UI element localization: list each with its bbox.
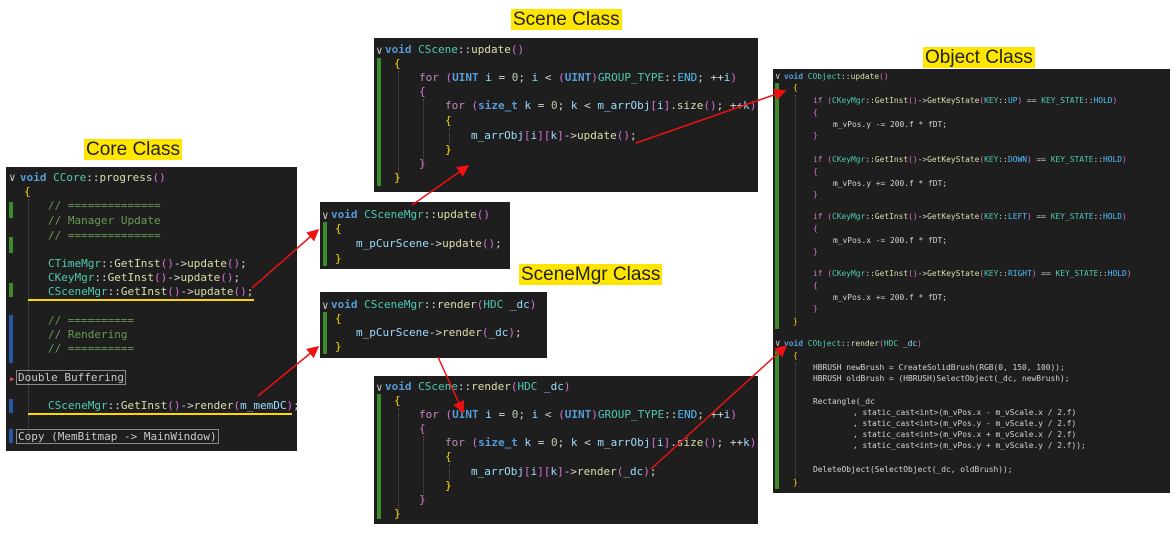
object-key-up-stmt: m_vPos.y -= 200.f * fDT; — [833, 120, 948, 129]
object-key-left-stmt: m_vPos.x -= 200.f * fDT; — [833, 236, 948, 245]
core-class-label: Core Class — [84, 139, 182, 160]
scenemgr-update-body: m_pCurScene->update(); — [356, 237, 502, 250]
core-comment-2: // Manager Update — [48, 214, 161, 227]
object-render-line-8: DeleteObject(SelectObject(_dc, oldBrush)… — [813, 465, 1013, 474]
copy-region[interactable]: Copy (MemBitmap -> MainWindow) — [16, 429, 219, 444]
fold-chevron-icon[interactable]: ∨ — [376, 44, 383, 57]
scene-render-outer-for: for (UINT i = 0; i < (UINT)GROUP_TYPE::E… — [419, 408, 737, 421]
underline-update — [28, 299, 254, 301]
scenemgr-render-body: m_pCurScene->render(_dc); — [356, 326, 522, 339]
scene-render-inner-for: for (size_t k = 0; k < m_arrObj[i].size(… — [445, 436, 757, 449]
fold-chevron-icon[interactable]: ∨ — [322, 299, 329, 312]
scenemgr-render-signature: void CSceneMgr::render(HDC _dc) — [331, 298, 537, 311]
object-render-line-6: , static_cast<int>(m_vPos.x + m_vScale.x… — [853, 430, 1077, 439]
scene-class-label: Scene Class — [511, 9, 622, 30]
object-class-label: Object Class — [923, 47, 1035, 68]
object-render-signature: void CObject::render(HDC _dc) — [784, 339, 922, 348]
core-signature: void CCore::progress() — [20, 171, 166, 184]
core-comment-1: // ============== — [48, 199, 161, 212]
scenemgr-render-panel: ∨ void CSceneMgr::render(HDC _dc) { m_pC… — [320, 292, 547, 358]
core-code-panel: ∨ void CCore::progress() { // ==========… — [6, 167, 297, 451]
object-key-down-if: if (CKeyMgr::GetInst()->GetKeyState(KEY:… — [813, 155, 1127, 164]
core-call-time: CTimeMgr::GetInst()->update(); — [48, 257, 247, 270]
underline-render — [28, 413, 292, 415]
fold-chevron-icon[interactable]: ∨ — [376, 381, 383, 394]
fold-chevron-icon[interactable]: ∨ — [775, 72, 781, 82]
double-buffering-region[interactable]: Double Buffering — [16, 370, 126, 385]
core-comment-3: // ============== — [48, 229, 161, 242]
fold-chevron-icon[interactable]: ∨ — [775, 339, 781, 349]
scenemgr-update-panel: ∨ void CSceneMgr::update() { m_pCurScene… — [320, 202, 510, 269]
core-call-scenemgr-render: CSceneMgr::GetInst()->render(m_memDC); — [48, 399, 297, 412]
scene-render-panel: ∨ void CScene::render(HDC _dc) { for (UI… — [374, 376, 758, 524]
fold-chevron-icon[interactable]: ∨ — [9, 171, 16, 184]
breakpoint-icon[interactable]: ▸ — [9, 372, 16, 385]
scene-update-call: m_arrObj[i][k]->update(); — [471, 129, 637, 142]
scene-render-signature: void CScene::render(HDC _dc) — [385, 380, 571, 393]
scene-update-panel: ∨ void CScene::update() { for (UINT i = … — [374, 38, 758, 192]
object-render-line-7: , static_cast<int>(m_vPos.y + m_vScale.y… — [853, 441, 1086, 450]
scene-update-signature: void CScene::update() — [385, 43, 525, 56]
scene-render-call: m_arrObj[i][k]->render(_dc); — [471, 465, 657, 478]
object-key-left-if: if (CKeyMgr::GetInst()->GetKeyState(KEY:… — [813, 212, 1127, 221]
core-comment-4: // ========== — [48, 314, 135, 327]
scenemgr-update-signature: void CSceneMgr::update() — [331, 208, 490, 221]
scene-update-outer-for: for (UINT i = 0; i < (UINT)GROUP_TYPE::E… — [419, 71, 737, 84]
object-render-line-4: , static_cast<int>(m_vPos.x - m_vScale.x… — [853, 408, 1077, 417]
object-update-signature: void CObject::update() — [784, 72, 889, 81]
fold-chevron-icon[interactable]: ∨ — [322, 209, 329, 222]
core-call-scenemgr-update: CSceneMgr::GetInst()->update(); — [48, 285, 254, 298]
object-code-panel: ∨ void CObject::update() { if (CKeyMgr::… — [773, 69, 1170, 493]
object-render-line-5: , static_cast<int>(m_vPos.y - m_vScale.y… — [853, 419, 1077, 428]
core-comment-6: // ========== — [48, 342, 135, 355]
object-render-line-3: Rectangle(_dc — [813, 397, 875, 406]
core-comment-5: // Rendering — [48, 328, 128, 341]
scenemgr-class-label: SceneMgr Class — [519, 264, 663, 285]
object-key-up-if: if (CKeyMgr::GetInst()->GetKeyState(KEY:… — [813, 96, 1118, 105]
object-key-right-stmt: m_vPos.x += 200.f * fDT; — [833, 293, 948, 302]
scene-update-inner-for: for (size_t k = 0; k < m_arrObj[i].size(… — [445, 99, 757, 112]
object-key-right-if: if (CKeyMgr::GetInst()->GetKeyState(KEY:… — [813, 269, 1132, 278]
object-render-line-1: HBRUSH newBrush = CreateSolidBrush(RGB(0… — [813, 363, 1065, 372]
core-call-key: CKeyMgr::GetInst()->update(); — [48, 271, 241, 284]
object-render-line-2: HBRUSH oldBrush = (HBRUSH)SelectObject(_… — [813, 374, 1070, 383]
object-key-down-stmt: m_vPos.y += 200.f * fDT; — [833, 179, 948, 188]
